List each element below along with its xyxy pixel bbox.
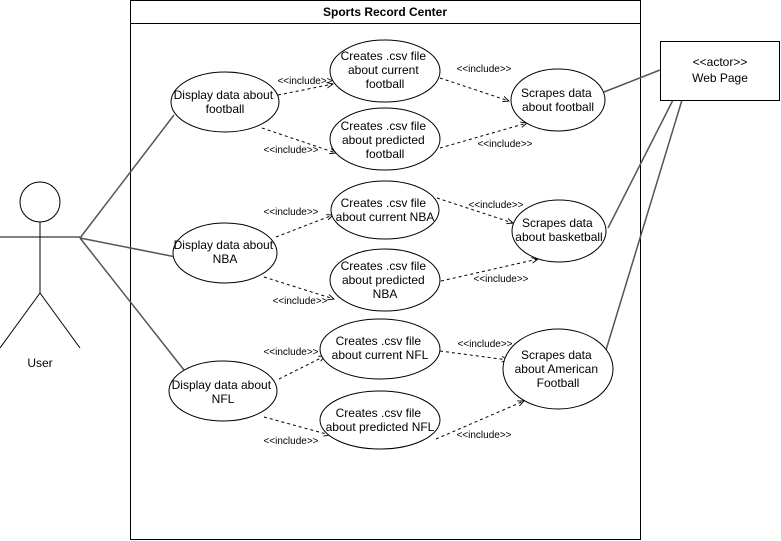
include-arrow bbox=[263, 276, 334, 299]
assoc-user-nfl bbox=[79, 237, 185, 371]
svg-text:Scrapes data about baske: Scrapes data about basketball bbox=[515, 216, 602, 244]
include-label: <<include>> bbox=[456, 64, 511, 75]
use-case-csv-current-nfl[interactable]: Creates .csv file about current NFL bbox=[319, 318, 441, 380]
assoc-web-american-football bbox=[605, 99, 683, 351]
assoc-user-football bbox=[79, 114, 175, 239]
svg-text:Scrapes data about Ameri: Scrapes data about American Football bbox=[515, 348, 602, 390]
use-case-display-nba[interactable]: Display data about NBA bbox=[172, 222, 278, 284]
svg-text:Creates .csv file about: Creates .csv file about current football bbox=[341, 49, 430, 91]
svg-text:Creates .csv file about: Creates .csv file about current NBA bbox=[336, 196, 435, 224]
svg-text:Scrapes data about footb: Scrapes data about football bbox=[521, 86, 595, 114]
assoc-user-nba bbox=[79, 237, 177, 258]
include-arrow bbox=[439, 350, 508, 360]
use-case-display-nfl[interactable]: Display data about NFL bbox=[168, 360, 278, 422]
svg-text:Creates .csv file about: Creates .csv file about current NFL bbox=[332, 334, 429, 362]
include-label: <<include>> bbox=[456, 430, 511, 441]
svg-text:Creates .csv file about: Creates .csv file about predicted NFL bbox=[326, 406, 435, 434]
include-relationships bbox=[261, 77, 538, 440]
svg-text:Display data about NBA: Display data about NBA bbox=[174, 238, 277, 266]
actor-web-page[interactable]: <<actor>> Web Page bbox=[660, 41, 780, 101]
include-label: <<include>> bbox=[457, 339, 512, 350]
include-arrow bbox=[261, 127, 336, 153]
actor-user[interactable]: User bbox=[0, 181, 81, 370]
include-label: <<include>> bbox=[272, 296, 327, 307]
svg-text:Creates .csv file about: Creates .csv file about predicted NBA bbox=[341, 259, 430, 301]
system-title: Sports Record Center bbox=[323, 5, 447, 19]
user-left-leg bbox=[0, 292, 41, 349]
use-case-scrape-american-football[interactable]: Scrapes data about American Football bbox=[502, 328, 614, 410]
user-right-leg bbox=[39, 292, 81, 349]
actor-user-label: User bbox=[27, 356, 52, 370]
assoc-web-football bbox=[603, 69, 661, 93]
include-label: <<include>> bbox=[263, 347, 318, 358]
include-arrow bbox=[436, 197, 513, 223]
use-case-csv-predicted-nfl[interactable]: Creates .csv file about predicted NFL bbox=[319, 390, 441, 450]
include-arrow bbox=[439, 77, 509, 101]
include-arrow bbox=[275, 215, 333, 238]
use-case-scrape-basketball[interactable]: Scrapes data about basketball bbox=[511, 199, 607, 263]
use-case-csv-current-nba[interactable]: Creates .csv file about current NBA bbox=[330, 180, 440, 240]
actor-web-page-stereotype: <<actor>> bbox=[693, 55, 748, 69]
use-case-csv-predicted-football[interactable]: Creates .csv file about predicted footba… bbox=[329, 107, 441, 171]
include-label: <<include>> bbox=[473, 274, 528, 285]
svg-text:Display data about NFL: Display data about NFL bbox=[172, 378, 275, 406]
svg-text:Creates .csv file about: Creates .csv file about predicted footba… bbox=[341, 119, 430, 161]
assoc-web-basketball bbox=[607, 99, 674, 229]
include-label: <<include>> bbox=[263, 436, 318, 447]
use-case-csv-predicted-nba[interactable]: Creates .csv file about predicted NBA bbox=[329, 248, 441, 312]
include-labels: <<include>> <<include>> <<include>> <<in… bbox=[263, 64, 532, 447]
include-label: <<include>> bbox=[277, 76, 332, 87]
use-case-scrape-football[interactable]: Scrapes data about football bbox=[510, 68, 606, 132]
include-label: <<include>> bbox=[263, 207, 318, 218]
user-associations bbox=[79, 114, 185, 371]
actor-web-page-label: Web Page bbox=[692, 71, 748, 85]
svg-text:Display data about footb: Display data about football bbox=[174, 88, 277, 116]
include-label: <<include>> bbox=[477, 139, 532, 150]
user-head bbox=[19, 181, 61, 223]
include-arrow bbox=[278, 356, 325, 380]
include-arrow bbox=[435, 401, 524, 440]
include-label: <<include>> bbox=[263, 145, 318, 156]
use-case-csv-current-football[interactable]: Creates .csv file about current football bbox=[329, 39, 441, 103]
use-case-display-football[interactable]: Display data about football bbox=[170, 71, 280, 133]
include-arrow bbox=[440, 259, 538, 282]
webpage-associations bbox=[603, 69, 683, 351]
system-boundary: Sports Record Center bbox=[130, 0, 641, 540]
include-label: <<include>> bbox=[468, 200, 523, 211]
